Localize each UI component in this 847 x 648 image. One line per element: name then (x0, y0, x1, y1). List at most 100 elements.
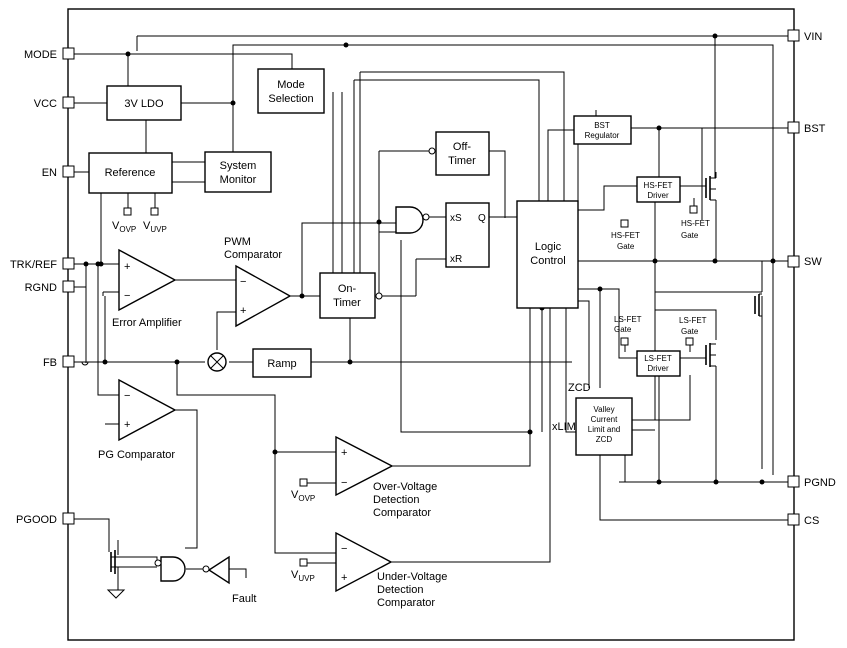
ov-comparator: + − Over-Voltage Detection Comparator (335, 435, 437, 519)
ldo-block: 3V LDO (106, 85, 182, 121)
valley-label-3: Limit and (588, 425, 620, 434)
on-timer-block: On- Timer (319, 272, 383, 319)
nand-gate-pgood (154, 556, 186, 582)
valley-label-4: ZCD (596, 435, 613, 444)
logic-label-1: Logic (535, 241, 562, 253)
reference-label: Reference (105, 167, 156, 179)
ov-comp-minus: − (341, 477, 347, 489)
pin-cs (787, 513, 800, 526)
summing-node (207, 352, 227, 372)
hs-gate-label-2b: Gate (681, 231, 699, 240)
pin-label-en: EN (42, 167, 57, 179)
ic-boundary (67, 8, 795, 641)
pin-label-vcc: VCC (34, 98, 57, 110)
pin-label-sw: SW (804, 256, 822, 268)
pin-rgnd (62, 280, 75, 293)
bst-regulator-block: BST Regulator (573, 115, 632, 145)
ov-label-3: Comparator (373, 507, 431, 519)
hs-driver-label-1: HS-FET (644, 181, 673, 190)
error-amplifier: + − Error Amplifier (112, 248, 182, 329)
pin-sw (787, 255, 800, 268)
vuvp-comp-label: VUVP (291, 569, 315, 583)
hs-driver-label-2: Driver (647, 191, 669, 200)
uv-comp-plus: + (341, 572, 347, 584)
wires (74, 35, 788, 591)
ov-label-1: Over-Voltage (373, 481, 437, 493)
pwm-comp-label-2: Comparator (224, 249, 282, 261)
test-points (123, 205, 698, 567)
ls-gate-label-1a: LS-FET (614, 315, 642, 324)
pin-label-fb: FB (43, 357, 57, 369)
system-monitor-label-1: System (220, 160, 257, 172)
uv-comp-minus: − (341, 543, 347, 555)
on-timer-label-2: Timer (333, 297, 361, 309)
vovp-ref-label: VOVP (112, 220, 136, 234)
mode-selection-label-1: Mode (277, 79, 305, 91)
bst-reg-label-2: Regulator (585, 131, 620, 140)
pins-right (787, 29, 800, 526)
pin-label-rgnd: RGND (25, 282, 57, 294)
ls-driver-label-2: Driver (647, 364, 669, 373)
system-monitor-label-2: Monitor (220, 174, 257, 186)
nand-gate-main (395, 206, 430, 234)
ls-driver-label-1: LS-FET (644, 354, 672, 363)
reference-voltage-labels: VOVP VUVP VOVP VUVP (112, 220, 315, 583)
pgood-fet (110, 550, 116, 574)
ls-gate-label-2a: LS-FET (679, 316, 707, 325)
error-amp-plus: + (124, 261, 130, 273)
hs-gate-label-1b: Gate (617, 242, 635, 251)
ov-comp-plus: + (341, 447, 347, 459)
pin-label-vin: VIN (804, 31, 822, 43)
pin-mode (62, 47, 75, 60)
pin-labels: MODE VCC EN TRK/REF RGND FB PGOOD VIN BS… (10, 31, 836, 527)
pg-comp-minus: − (124, 390, 130, 402)
hs-driver-block: HS-FET Driver (636, 176, 681, 203)
pwm-comp-plus: + (240, 305, 246, 317)
uv-label-2: Detection (377, 584, 423, 596)
pin-label-bst: BST (804, 123, 826, 135)
zcd-label: ZCD (568, 382, 591, 394)
off-timer-label-1: Off- (453, 141, 471, 153)
pin-en (62, 165, 75, 178)
inverter-fault: Fault (202, 555, 256, 605)
pin-pgnd (787, 475, 800, 488)
pin-label-pgood: PGOOD (16, 514, 57, 526)
gate-labels: HS-FET Gate HS-FET Gate LS-FET Gate LS-F… (611, 219, 710, 336)
on-timer-label-1: On- (338, 283, 357, 295)
pin-pgood (62, 512, 75, 525)
uv-comparator: − + Under-Voltage Detection Comparator (335, 531, 447, 609)
reference-block: Reference (88, 152, 173, 194)
on-timer-invert-bubble (375, 292, 383, 300)
pin-label-trk-ref: TRK/REF (10, 259, 57, 271)
ramp-label: Ramp (267, 358, 296, 370)
ls-gate-label-2b: Gate (681, 327, 699, 336)
system-monitor-block: System Monitor (204, 151, 272, 193)
valley-current-block: Valley Current Limit and ZCD (575, 397, 633, 456)
ov-label-2: Detection (373, 494, 419, 506)
pin-fb (62, 355, 75, 368)
fault-label: Fault (232, 593, 256, 605)
uv-label-1: Under-Voltage (377, 571, 447, 583)
pin-bst (787, 121, 800, 134)
pwm-comp-label-1: PWM (224, 236, 251, 248)
off-timer-block: Off- Timer (428, 131, 490, 176)
valley-label-1: Valley (593, 405, 614, 414)
xlim-label: xLIM (552, 421, 576, 433)
pg-comparator: − + PG Comparator (98, 378, 177, 461)
vovp-comp-label: VOVP (291, 489, 315, 503)
ls-fet (705, 343, 716, 367)
vuvp-ref-label: VUVP (143, 220, 167, 234)
hs-gate-label-2a: HS-FET (681, 219, 710, 228)
pg-comp-plus: + (124, 419, 130, 431)
ground-symbol (106, 589, 126, 599)
error-amp-label: Error Amplifier (112, 317, 182, 329)
ff-q-label: Q (478, 213, 486, 224)
ls-driver-block: LS-FET Driver (636, 350, 681, 377)
pin-label-pgnd: PGND (804, 477, 836, 489)
pin-trk-ref (62, 257, 75, 270)
off-timer-label-2: Timer (448, 155, 476, 167)
ramp-block: Ramp (252, 348, 312, 378)
logic-label-2: Control (530, 255, 565, 267)
flip-flop-block: xS xR Q (445, 202, 490, 268)
